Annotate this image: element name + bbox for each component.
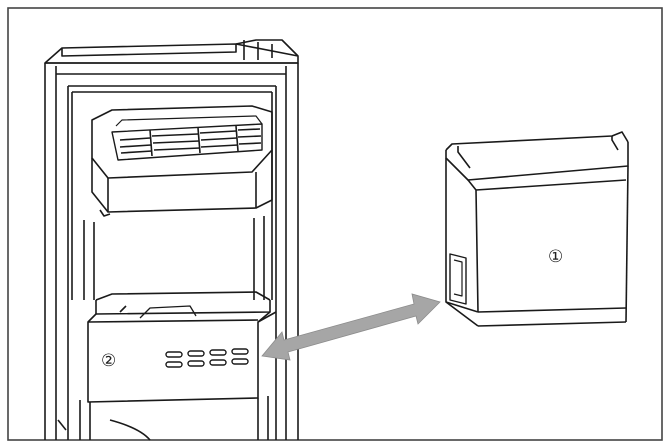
diagram-frame — [7, 7, 663, 441]
door-shelf — [87, 291, 277, 403]
ice-chute-housing — [91, 105, 273, 217]
insert-arrow — [261, 293, 441, 361]
ice-bin — [445, 131, 629, 327]
callout-bin: ① — [548, 247, 563, 267]
shelf-slots — [165, 348, 249, 368]
fridge-door — [44, 39, 299, 441]
callout-shelf: ② — [101, 351, 116, 371]
